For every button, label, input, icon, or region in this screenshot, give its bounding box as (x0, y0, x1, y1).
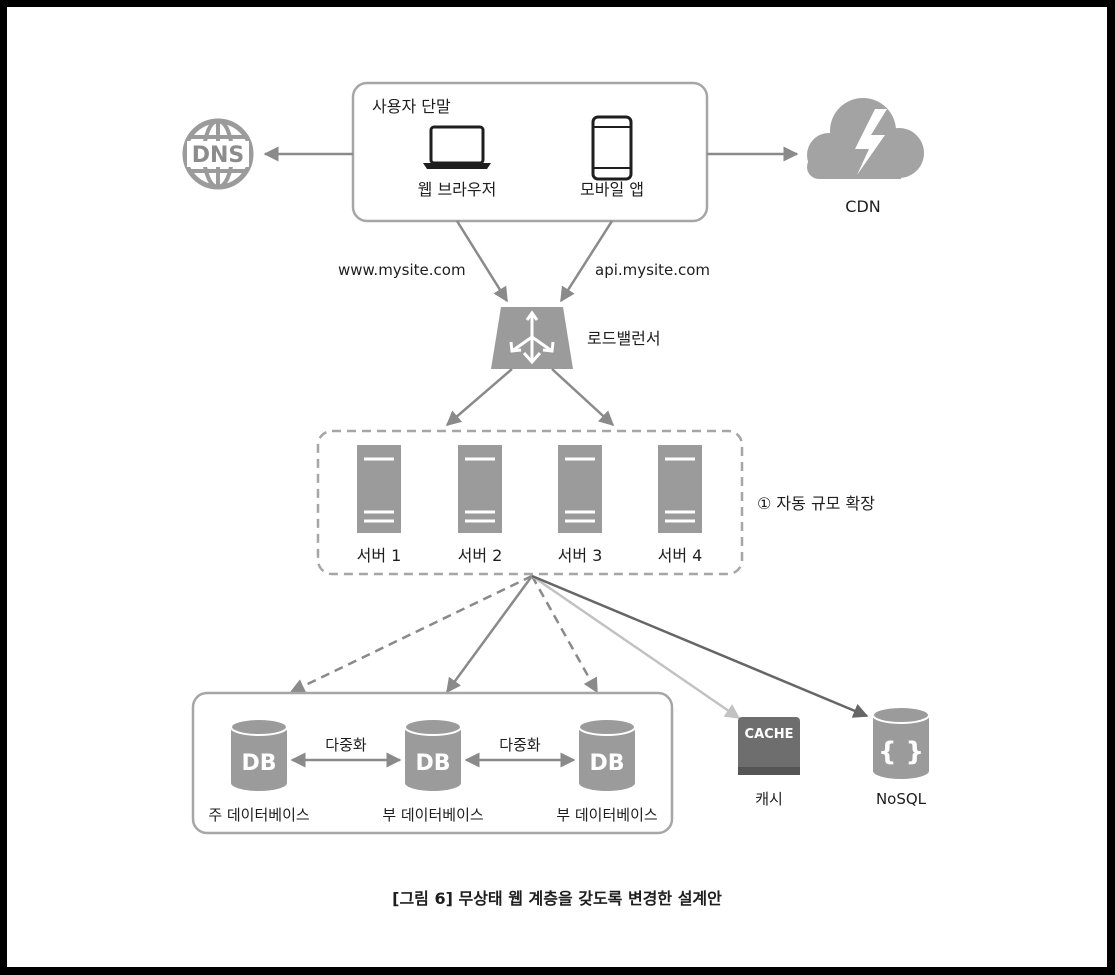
cdn-label: CDN (845, 197, 880, 216)
nosql-database-icon (872, 706, 930, 779)
diagram-frame: 사용자 단말 웹 브라우저 모바일 앱 DNS CDN www.mysite.c… (7, 7, 1107, 967)
database-icon (404, 718, 462, 791)
server-label: 서버 2 (458, 546, 503, 565)
architecture-diagram: 사용자 단말 웹 브라우저 모바일 앱 DNS CDN www.mysite.c… (182, 81, 930, 908)
smartphone-icon (591, 115, 633, 181)
database-icon (230, 718, 288, 791)
mobile-app-label: 모바일 앱 (580, 180, 644, 199)
load-balancer-icon (491, 307, 573, 369)
web-to-lb-arrow (455, 220, 509, 303)
cache-label: 캐시 (755, 790, 783, 808)
api-url-label: api.mysite.com (595, 261, 710, 279)
primary-db-label: 주 데이터베이스 (208, 806, 310, 824)
web-browser-label: 웹 브라우저 (418, 180, 497, 199)
dns-globe-icon (182, 118, 254, 190)
client-box (351, 81, 709, 223)
server-icon (458, 445, 502, 533)
servers-to-cache-arrow (531, 574, 741, 720)
lb-to-servers-right-arrow (551, 368, 615, 427)
replication-label: 다중화 (499, 736, 541, 754)
replication-label: 다중화 (325, 736, 367, 754)
api-to-lb-arrow (559, 220, 614, 303)
load-balancer-label: 로드밸런서 (587, 329, 661, 348)
server-label: 서버 4 (658, 546, 703, 565)
server-icon (558, 445, 602, 533)
servers-to-nosql-arrow (531, 574, 869, 718)
servers-to-db3-arrow (530, 575, 599, 694)
auto-scaling-label: ① 자동 규모 확장 (757, 494, 875, 513)
database-box (191, 691, 674, 835)
servers-to-db1-arrow (289, 574, 533, 694)
secondary-db-label: 부 데이터베이스 (382, 806, 484, 824)
auto-scaling-group (316, 429, 744, 576)
server-icon (658, 445, 702, 533)
database-icon (578, 718, 636, 791)
db-icon-text: DB (589, 751, 624, 776)
server-icon (357, 445, 401, 533)
server-label: 서버 1 (357, 546, 402, 565)
cache-icon-text: CACHE (745, 727, 794, 742)
nosql-icon-text: { } (878, 737, 924, 767)
dns-text: DNS (192, 143, 245, 168)
figure-caption: [그림 6] 무상태 웹 계층을 갖도록 변경한 설계안 (392, 889, 722, 908)
secondary-db-label: 부 데이터베이스 (556, 806, 658, 824)
cache-icon (738, 717, 800, 775)
servers-to-db2-arrow (445, 575, 534, 694)
laptop-icon (423, 125, 491, 169)
nosql-label: NoSQL (876, 790, 927, 808)
client-box-title: 사용자 단말 (372, 97, 451, 116)
db-icon-text: DB (415, 751, 450, 776)
web-url-label: www.mysite.com (338, 261, 466, 279)
lb-to-servers-left-arrow (445, 368, 513, 426)
db-icon-text: DB (241, 751, 276, 776)
server-label: 서버 3 (558, 546, 603, 565)
cdn-cloud-icon (807, 98, 924, 179)
